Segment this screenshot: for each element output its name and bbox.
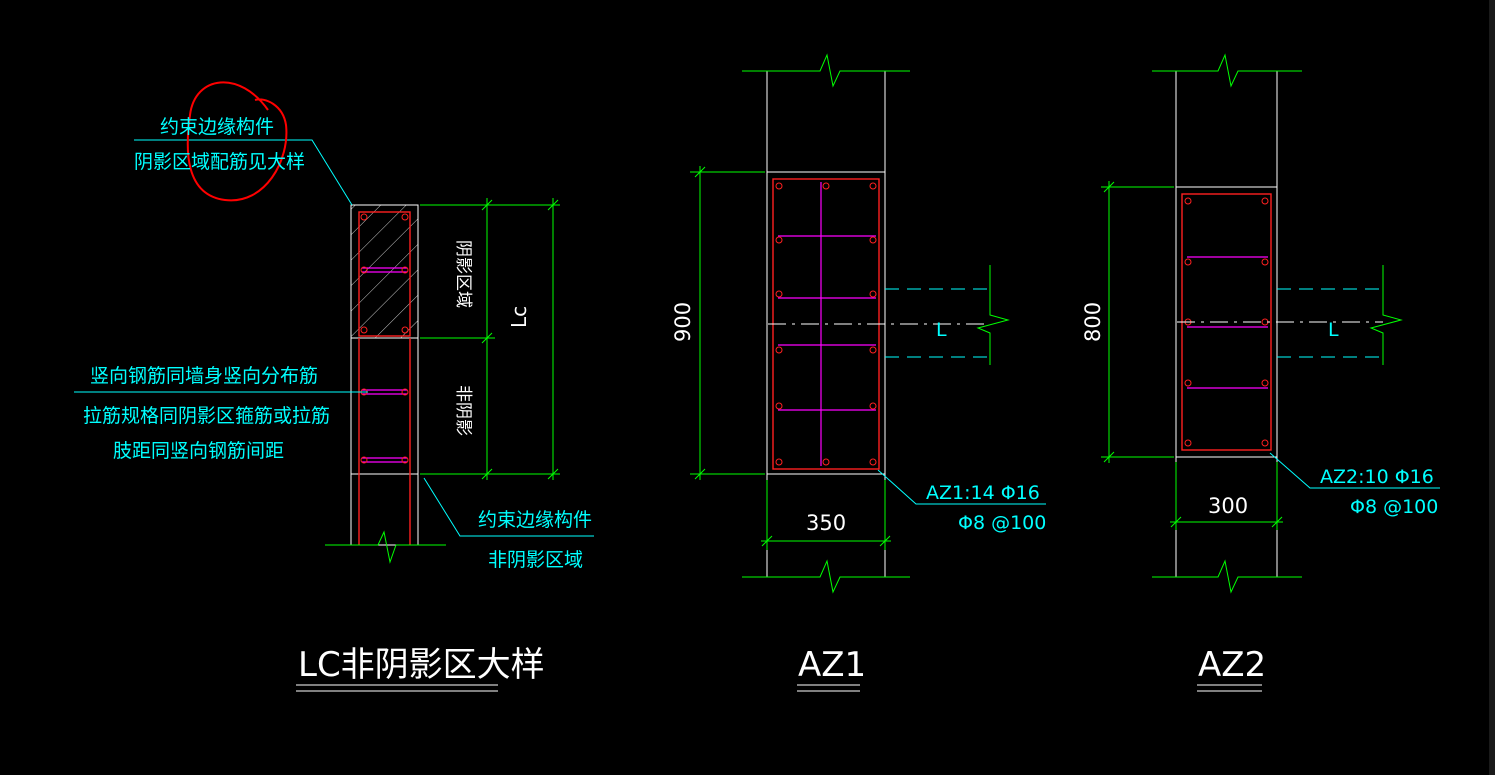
lc-note-top-line2: 阴影区域配筋见大样	[134, 151, 305, 173]
vertical-scrollbar[interactable]	[1489, 0, 1495, 775]
az1-dimensions	[690, 166, 891, 550]
az1-width-dim: 350	[806, 511, 846, 535]
lc-note-mid-line3: 肢距同竖向钢筋间距	[113, 440, 284, 462]
az1-title: AZ1	[798, 645, 866, 685]
lc-note-mid-line1: 竖向钢筋同墙身竖向分布筋	[90, 365, 318, 387]
az1-side-break	[976, 265, 1010, 365]
az1-height-dim: 900	[671, 302, 695, 342]
az2-stirrups	[1187, 256, 1268, 389]
az1-adjacent-wall	[885, 288, 990, 358]
lc-zone-shadow-label: 阴影区域	[453, 240, 473, 308]
az2-detail: 800 300 L AZ2:10 Φ16 Φ8 @100 AZ2	[1081, 53, 1440, 692]
az1-rebar-spec: AZ1:14 Φ16	[926, 482, 1040, 504]
lc-note-mid-line2: 拉筋规格同阴影区箍筋或拉筋	[83, 405, 330, 427]
lc-dimensions	[420, 198, 560, 480]
lc-leaders	[74, 139, 594, 537]
lc-note-bottom-line2: 非阴影区域	[488, 549, 583, 571]
az2-length-mark: L	[1328, 319, 1339, 341]
az2-width-dim: 300	[1208, 494, 1248, 518]
az1-stirrups	[778, 182, 876, 466]
az2-stirrup-spec: Φ8 @100	[1350, 496, 1438, 518]
lc-dim-label: Lc	[507, 306, 531, 328]
az2-dimensions	[1101, 181, 1283, 530]
lc-ties	[362, 267, 407, 463]
az2-rebar-spec: AZ2:10 Φ16	[1320, 466, 1434, 488]
lc-note-bottom-line1: 约束边缘构件	[478, 509, 592, 531]
lc-note-top-line1: 约束边缘构件	[160, 116, 274, 138]
az1-detail: 900 350 L AZ1:14 Φ16 Φ8 @100 AZ1	[671, 53, 1046, 692]
lc-bar-dots	[360, 213, 409, 464]
az1-length-mark: L	[936, 319, 947, 341]
lc-break-line	[325, 530, 446, 564]
lc-detail: 约束边缘构件 阴影区域配筋见大样 竖向钢筋同墙身竖向分布筋 拉筋规格同阴影区箍筋…	[74, 81, 594, 692]
az2-break-lines	[1152, 53, 1302, 594]
lc-zone-nonshadow-label: 非阴影	[453, 385, 473, 436]
az1-break-lines	[742, 53, 910, 594]
az1-stirrup-spec: Φ8 @100	[958, 512, 1046, 534]
az2-height-dim: 800	[1081, 302, 1105, 342]
lc-title: LC非阴影区大样	[298, 645, 545, 685]
az1-title-underline	[797, 684, 860, 692]
az2-side-break	[1369, 265, 1403, 365]
az2-bars	[1184, 197, 1269, 447]
annotation-circle	[186, 81, 288, 202]
az2-leader	[1269, 452, 1440, 489]
lc-title-underline	[296, 684, 498, 692]
az1-leader	[877, 469, 1046, 505]
az2-title-underline	[1197, 684, 1262, 692]
az1-bars	[775, 182, 877, 466]
lc-rebar	[358, 211, 411, 545]
az2-title: AZ2	[1198, 645, 1266, 685]
az2-adjacent-wall	[1277, 288, 1383, 358]
